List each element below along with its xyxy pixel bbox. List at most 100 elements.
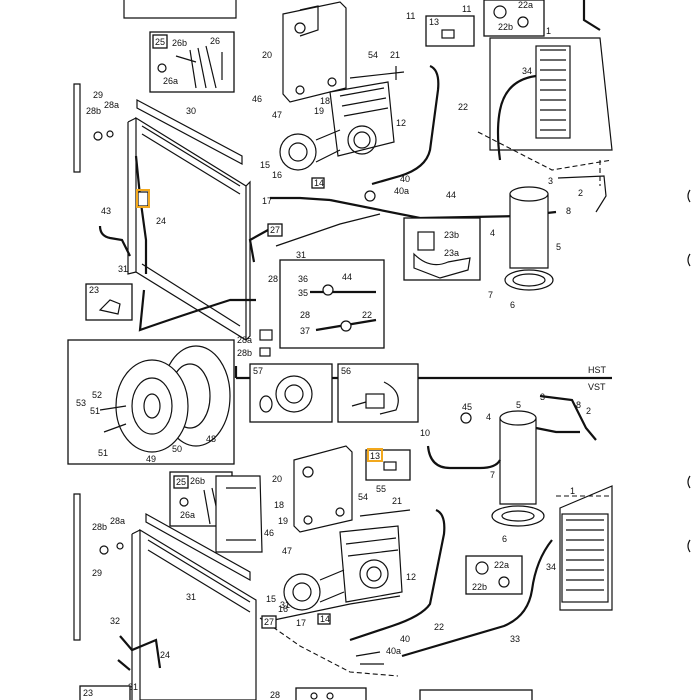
callout-7: 7 xyxy=(490,470,495,480)
callout-21: 21 xyxy=(390,50,400,60)
callout-46: 46 xyxy=(252,94,262,104)
callout-44: 44 xyxy=(446,190,456,200)
label-hst: HST xyxy=(588,365,607,375)
callout-20: 20 xyxy=(272,474,282,484)
callout-19: 19 xyxy=(278,516,288,526)
callout-49: 49 xyxy=(146,454,156,464)
callout-28b: 28b xyxy=(86,106,101,116)
callout-26b: 26b xyxy=(190,476,205,486)
side-bracket-bar-29 xyxy=(73,83,81,173)
callout-45: 45 xyxy=(462,402,472,412)
callout-24: 24 xyxy=(160,650,170,660)
inset-22-lower: 22a 22b xyxy=(465,555,523,595)
callout-28: 28 xyxy=(268,274,278,284)
compressor-lower xyxy=(283,525,403,611)
callout-2: 2 xyxy=(586,406,591,416)
callout-32: 32 xyxy=(110,616,120,626)
callout-28b: 28b xyxy=(237,348,252,358)
callout-1: 1 xyxy=(546,26,551,36)
callout-11: 11 xyxy=(462,4,471,14)
callout-40: 40 xyxy=(400,634,410,644)
callout-30: 30 xyxy=(186,106,196,116)
highlight-part-upper xyxy=(136,189,150,208)
callout-24: 24 xyxy=(156,216,166,226)
callout-11: 11 xyxy=(406,11,415,21)
dash-boundary-lower xyxy=(259,617,399,677)
callout-54: 54 xyxy=(358,492,368,502)
callout-28a: 28a xyxy=(237,335,252,345)
pipe-lower-left xyxy=(117,635,162,671)
inset-35-37: 36 44 35 28 37 22 xyxy=(279,259,385,349)
callout-25: 25 xyxy=(155,37,165,47)
receiver-drier-lower xyxy=(491,410,545,527)
inset-22-upper: 22a 22b xyxy=(483,0,545,37)
callout-47: 47 xyxy=(282,546,292,556)
callout-21: 21 xyxy=(392,496,402,506)
callout-7: 7 xyxy=(488,290,493,300)
inset-clutch-pulley xyxy=(67,339,235,465)
callout-18: 18 xyxy=(274,500,284,510)
callout-46: 46 xyxy=(264,528,274,538)
callout-12: 12 xyxy=(406,572,416,582)
inset-25-upper: 25 26b 26 26a xyxy=(149,31,235,93)
callout-14: 14 xyxy=(320,614,330,624)
evaporator-lower xyxy=(559,485,613,611)
receiver-drier-upper xyxy=(504,186,554,291)
pipe-33 xyxy=(401,539,553,658)
condenser-upper xyxy=(127,116,251,342)
callout-15: 15 xyxy=(266,594,276,604)
evaporator-upper xyxy=(489,0,613,161)
compressor-upper xyxy=(279,81,395,171)
callout-22: 22 xyxy=(434,622,444,632)
compressor-bracket-upper xyxy=(282,1,347,103)
callout-22: 22 xyxy=(458,102,468,112)
callout-10: 10 xyxy=(420,428,430,438)
callout-25: 25 xyxy=(176,477,186,487)
callout-8: 8 xyxy=(566,206,571,216)
callout-18: 18 xyxy=(320,96,330,106)
callout-52: 52 xyxy=(92,390,102,400)
callout-17: 17 xyxy=(262,196,272,206)
dash-boundary-upper-right xyxy=(477,131,613,186)
side-bracket-lower xyxy=(215,475,263,553)
callout-2: 2 xyxy=(578,188,583,198)
inset-57: 57 xyxy=(249,363,333,423)
callout-33: 33 xyxy=(510,634,520,644)
callout-1: 1 xyxy=(570,486,575,496)
pipe-22-upper xyxy=(371,64,440,186)
inset-13-lower: 13 xyxy=(365,448,411,481)
callout-35: 35 xyxy=(298,288,308,298)
callout-56: 56 xyxy=(341,366,351,376)
callout-22a: 22a xyxy=(518,0,533,10)
callout-28: 28 xyxy=(300,310,310,320)
callout-51: 51 xyxy=(98,448,108,458)
callout-16: 16 xyxy=(272,170,282,180)
callout-34: 34 xyxy=(546,562,556,572)
callout-29: 29 xyxy=(93,90,103,100)
side-bracket-bar-29-lower xyxy=(73,493,81,641)
highlight-inset-13-lower xyxy=(367,448,383,462)
callout-5: 5 xyxy=(516,400,521,410)
callout-37: 37 xyxy=(300,326,310,336)
callout-4: 4 xyxy=(490,228,495,238)
callout-31: 31 xyxy=(118,264,128,274)
callout-23: 23 xyxy=(83,688,93,698)
callout-43: 43 xyxy=(101,206,111,216)
condenser-lower xyxy=(131,512,257,700)
callout-16: 16 xyxy=(278,604,288,614)
compressor-bracket-lower xyxy=(293,445,353,533)
callout-34: 34 xyxy=(522,66,532,76)
callout-20: 20 xyxy=(262,50,272,60)
callout-4: 4 xyxy=(486,412,491,422)
callout-28b: 28b xyxy=(92,522,107,532)
callout-22a: 22a xyxy=(494,560,509,570)
callout-22b: 22b xyxy=(498,22,513,32)
pipe-22-lower xyxy=(349,508,446,642)
callout-23b: 23b xyxy=(444,230,459,240)
inset-23-lower: 23 xyxy=(79,685,131,700)
callout-6: 6 xyxy=(502,534,507,544)
callout-23: 23 xyxy=(89,285,99,295)
label-box-27-upper: 27 xyxy=(267,223,283,237)
callout-29: 29 xyxy=(92,568,102,578)
